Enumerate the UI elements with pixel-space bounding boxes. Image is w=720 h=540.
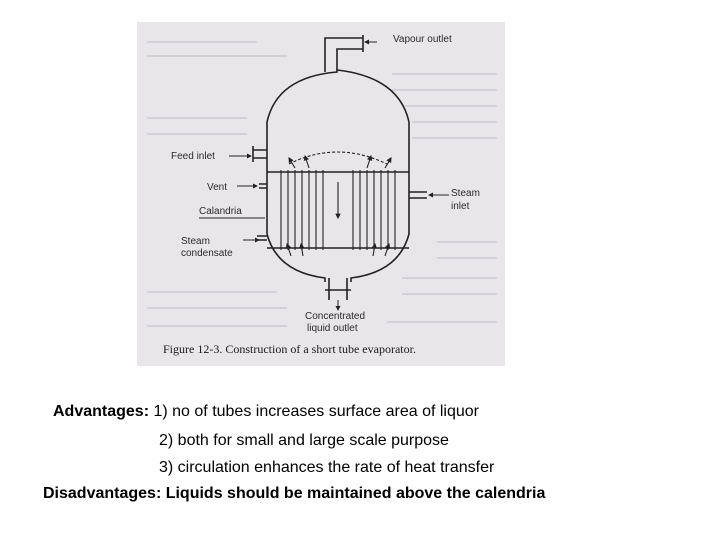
label-steam-inlet-2: inlet	[451, 201, 470, 212]
label-feed-inlet: Feed inlet	[171, 151, 215, 162]
label-calandria: Calandria	[199, 206, 242, 217]
background-text-lines	[147, 41, 497, 327]
evaporator-vessel	[252, 35, 427, 300]
label-vapour-outlet: Vapour outlet	[393, 34, 452, 45]
tube-bundle-left	[280, 170, 324, 250]
evaporator-figure: Vapour outlet Feed inlet Vent Calandria …	[137, 22, 505, 366]
advantage-1: 1) no of tubes increases surface area of…	[153, 403, 479, 420]
advantages-heading: Advantages:	[53, 403, 150, 420]
label-outlet-2: liquid outlet	[307, 323, 358, 334]
tube-bundle-right	[352, 170, 396, 250]
label-pointers	[199, 39, 449, 311]
evaporator-diagram: Vapour outlet Feed inlet Vent Calandria …	[147, 34, 497, 356]
label-outlet-1: Concentrated	[305, 311, 365, 322]
label-steam-condensate-2: condensate	[181, 248, 233, 259]
label-steam-condensate-1: Steam	[181, 236, 210, 247]
advantage-2: 2) both for small and large scale purpos…	[159, 432, 449, 449]
advantages-line: Advantages: 1) no of tubes increases sur…	[53, 403, 479, 421]
label-steam-inlet-1: Steam	[451, 188, 480, 199]
circulation-arrows	[285, 151, 392, 257]
disadvantages-line: Disadvantages: Liquids should be maintai…	[43, 485, 546, 502]
advantage-3: 3) circulation enhances the rate of heat…	[159, 459, 495, 476]
figure-caption: Figure 12-3. Construction of a short tub…	[163, 342, 416, 356]
label-vent: Vent	[207, 182, 227, 193]
